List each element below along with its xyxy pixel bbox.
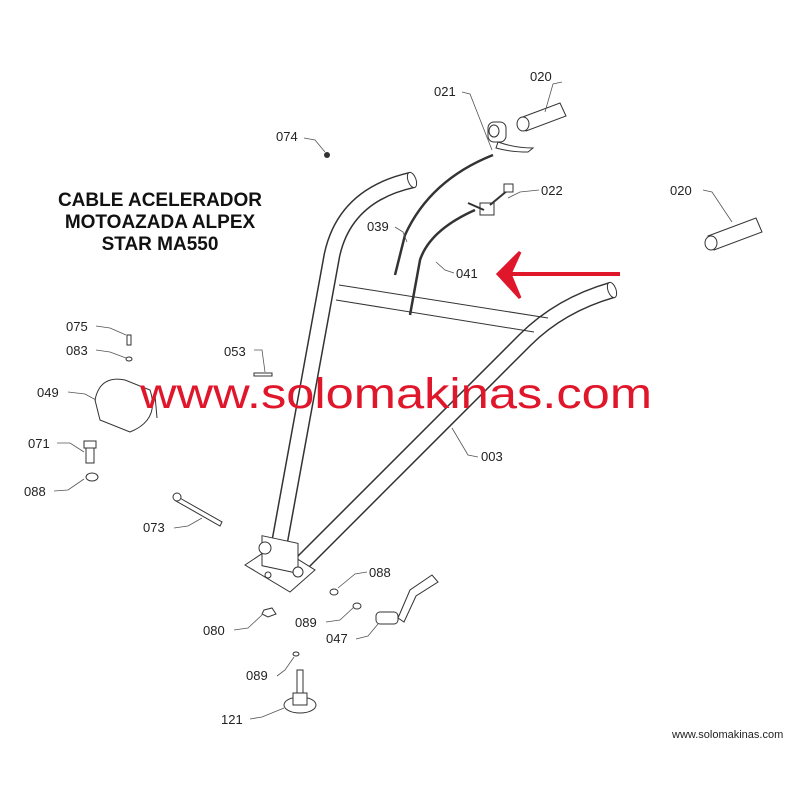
knob-121 — [283, 669, 317, 714]
part-label-089: 089 — [295, 615, 317, 630]
leader-lines — [53, 81, 733, 720]
throttle-lever-021 — [487, 121, 535, 153]
part-label-073: 073 — [143, 520, 165, 535]
throttle-control-022 — [467, 183, 514, 216]
pin-053 — [253, 372, 273, 377]
part-label-041: 041 — [456, 266, 478, 281]
part-label-047: 047 — [326, 631, 348, 646]
part-label-022: 022 — [541, 183, 563, 198]
screw-075 — [126, 334, 132, 346]
lever-047 — [375, 574, 439, 625]
part-label-071: 071 — [28, 436, 50, 451]
grip-020-top — [516, 102, 567, 132]
nut-080 — [261, 607, 277, 618]
watermark-text: www.solomakinas.com — [139, 370, 652, 418]
cable-041 — [408, 208, 476, 316]
part-label-021: 021 — [434, 84, 456, 99]
part-label-121: 121 — [221, 712, 243, 727]
part-label-049: 049 — [37, 385, 59, 400]
handlebar-frame — [271, 171, 618, 572]
title-line-2: MOTOAZADA ALPEX — [65, 212, 256, 233]
part-label-003: 003 — [481, 449, 503, 464]
washer-089 — [352, 602, 362, 610]
washer-089-lower — [292, 651, 300, 657]
part-label-083: 083 — [66, 343, 88, 358]
washer-088-lower — [329, 588, 339, 596]
part-label-089-lower: 089 — [246, 668, 268, 683]
nut-074 — [324, 152, 330, 158]
footer-url: www.solomakinas.com — [671, 729, 783, 741]
washer-088 — [85, 472, 99, 482]
cover-049 — [94, 378, 158, 433]
washer-083 — [125, 356, 133, 362]
part-label-039: 039 — [367, 219, 389, 234]
part-label-020: 020 — [530, 69, 552, 84]
part-label-020-right: 020 — [670, 183, 692, 198]
red-arrow — [495, 250, 620, 300]
title-line-1: CABLE ACELERADOR — [58, 190, 262, 211]
cable-039 — [393, 153, 494, 276]
bolt-073 — [172, 492, 223, 527]
part-label-088-lower: 088 — [369, 565, 391, 580]
bolt-071 — [83, 440, 97, 464]
title-line-3: STAR MA550 — [102, 234, 219, 255]
part-label-074: 074 — [276, 129, 298, 144]
part-label-075: 075 — [66, 319, 88, 334]
part-label-053: 053 — [224, 344, 246, 359]
frame-base-plate — [244, 535, 316, 593]
part-label-088: 088 — [24, 484, 46, 499]
grip-020-right — [704, 217, 763, 251]
part-label-080: 080 — [203, 623, 225, 638]
